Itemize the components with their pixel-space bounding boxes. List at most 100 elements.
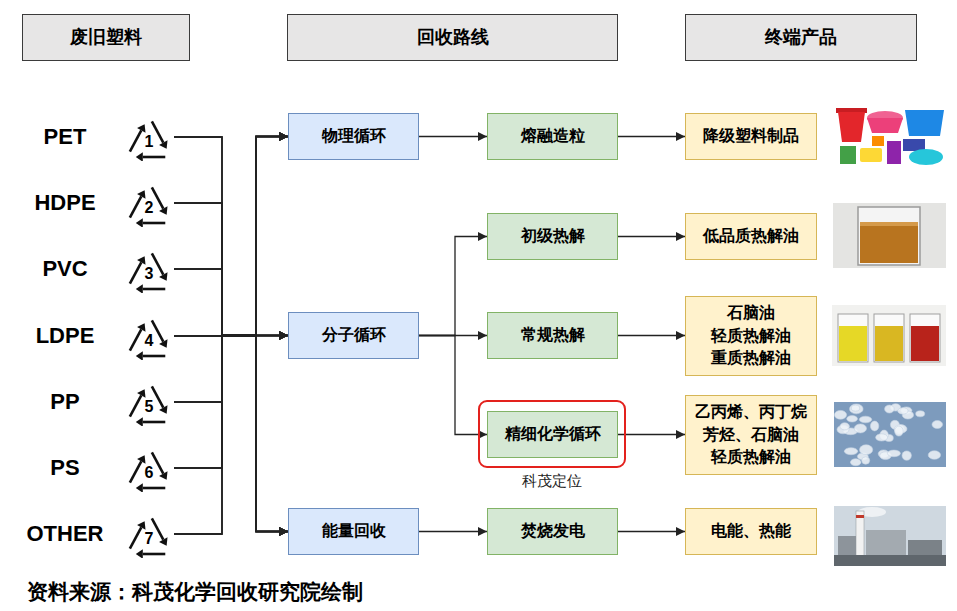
recycle-arrow — [152, 452, 163, 473]
header-text: 回收路线 — [417, 26, 489, 49]
oil-samples-picture-part — [911, 326, 939, 361]
power-plant-picture-part — [834, 506, 946, 566]
box-text: 降级塑料制品 — [703, 125, 799, 147]
power-plant-picture-part — [866, 530, 906, 556]
pellet-shape — [851, 405, 859, 411]
pyrolysis-oil-beaker-picture-part — [858, 207, 920, 265]
flow-connector — [174, 336, 288, 469]
position-label: 科茂定位 — [522, 472, 582, 490]
recycle-arrow — [143, 222, 165, 225]
resin-code: 6 — [124, 465, 174, 481]
flow-connector — [174, 336, 288, 403]
plastic-products-picture-part — [840, 146, 856, 164]
pellet-shape — [854, 424, 866, 433]
column-header: 回收路线 — [287, 14, 618, 61]
plastic-products-picture-part — [903, 139, 925, 151]
flow-connector — [174, 336, 288, 535]
recycle-arrow — [130, 262, 141, 283]
pellet-shape — [834, 410, 846, 419]
plastic-name: HDPE — [34, 190, 95, 216]
box-text: 初级热解 — [521, 225, 585, 247]
box-text: 能量回收 — [322, 520, 386, 542]
flow-connector — [174, 137, 288, 403]
flow-connector — [174, 269, 288, 336]
recycle-node: PS6 — [124, 444, 174, 492]
plastic-products-picture-part — [834, 104, 946, 168]
pyrolysis-oil-beaker-picture-part — [860, 222, 918, 226]
product-box: 低品质热解油 — [685, 213, 817, 260]
process-box: 常规热解 — [487, 312, 618, 359]
oil-samples-picture-part — [838, 314, 868, 362]
plastic-products-picture-part — [905, 110, 944, 136]
recycle-arrow — [143, 355, 165, 358]
plastic-name: PVC — [42, 256, 87, 282]
oil-samples-picture-part — [874, 314, 904, 362]
process-box: 熔融造粒 — [487, 113, 618, 160]
header-text: 终端产品 — [765, 26, 837, 49]
plastic-products-picture-part — [838, 112, 865, 142]
pellet-shape — [902, 451, 911, 460]
box-text: 物理循环 — [322, 125, 386, 147]
route-box: 能量回收 — [288, 508, 419, 555]
box-text: 熔融造粒 — [521, 125, 585, 147]
column-header: 废旧塑料 — [22, 14, 190, 61]
power-plant-picture-part — [856, 515, 864, 518]
flow-connector — [174, 137, 288, 336]
recycle-node: PP5 — [124, 378, 174, 426]
recycle-arrow — [152, 187, 163, 208]
recycle-arrow — [143, 156, 165, 159]
flow-connector — [174, 137, 288, 336]
flow-connector — [174, 336, 288, 532]
recycle-arrow-head — [136, 152, 143, 161]
recycle-arrow — [130, 461, 141, 482]
product-box: 降级塑料制品 — [685, 113, 817, 160]
product-box: 电能、热能 — [685, 508, 817, 555]
pellet-shape — [928, 451, 940, 460]
flow-connector — [174, 203, 288, 532]
oil-samples-picture — [832, 305, 946, 366]
pellet-shape — [932, 421, 943, 429]
recycle-arrow-head — [137, 190, 145, 198]
pellet-shape — [895, 426, 904, 436]
box-text: 石脑油 轻质热解油 重质热解油 — [709, 302, 793, 369]
recycle-arrow-head — [137, 124, 145, 132]
recycle-arrow — [130, 130, 141, 151]
oil-samples-picture-part — [910, 314, 940, 362]
plastic-products-picture-part — [867, 118, 903, 133]
route-box: 物理循环 — [288, 113, 419, 160]
oil-samples-picture-part — [875, 326, 903, 361]
recycle-arrow — [130, 196, 141, 217]
flow-connector — [174, 137, 288, 336]
power-plant-picture — [834, 506, 946, 566]
recycle-arrow-head — [136, 284, 143, 293]
recycle-node: LDPE4 — [124, 312, 174, 360]
recycle-arrow-head — [159, 537, 167, 545]
source-caption: 资料来源：科茂化学回收研究院绘制 — [27, 579, 363, 604]
flow-connector — [174, 137, 288, 532]
pellet-shape — [859, 416, 871, 423]
box-text: 电能、热能 — [711, 520, 791, 542]
pyrolysis-oil-beaker-picture-part — [860, 222, 918, 263]
recycle-arrow-head — [136, 483, 143, 492]
pellet-shape — [840, 423, 849, 430]
flow-connector — [618, 434, 685, 435]
recycle-node: HDPE2 — [124, 179, 174, 227]
resin-code: 4 — [124, 333, 174, 349]
oil-samples-picture-part — [839, 326, 867, 361]
flow-connector — [174, 137, 288, 469]
power-plant-picture-part — [908, 540, 942, 556]
recycle-arrow-head — [136, 351, 143, 360]
recycle-arrow-head — [159, 339, 167, 347]
pyrolysis-oil-beaker-picture — [833, 203, 946, 268]
recycle-arrow-head — [137, 521, 145, 529]
pellet-shape — [876, 434, 888, 441]
box-text: 乙丙烯、丙丁烷 芳烃、石脑油 轻质热解油 — [694, 401, 809, 468]
plastic-name: PP — [50, 389, 79, 415]
pellet-shape — [847, 416, 858, 422]
plastic-products-picture-part — [860, 148, 882, 162]
plastic-name: OTHER — [27, 521, 104, 547]
recycle-arrow — [143, 421, 165, 424]
box-text: 低品质热解油 — [703, 225, 799, 247]
